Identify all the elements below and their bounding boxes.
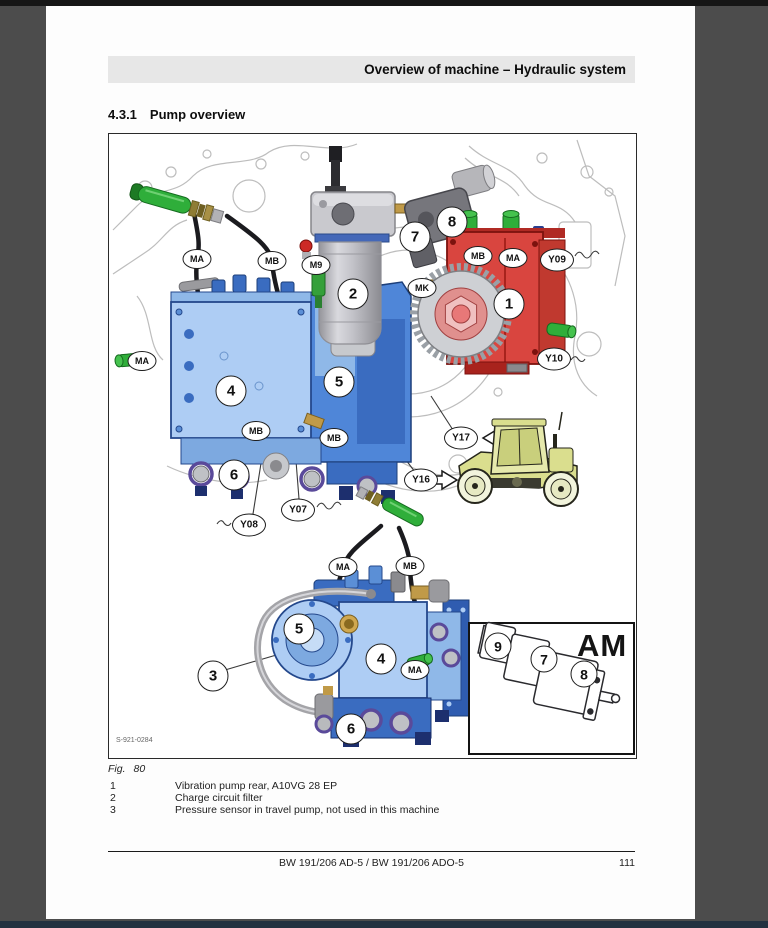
page-number: 111: [619, 857, 635, 869]
callout-2: 2: [337, 278, 369, 310]
drawing-code: S-921-0284: [116, 737, 153, 744]
callout-mb: MB: [395, 556, 425, 576]
callout-4: 4: [215, 375, 247, 407]
callout-y07: Y07: [281, 498, 315, 522]
callout-3: 3: [197, 660, 229, 692]
section-heading: 4.3.1 Pump overview: [108, 107, 245, 122]
callout-m9: M9: [301, 255, 331, 275]
callout-y09: Y09: [540, 248, 574, 272]
legend-item-number: 2: [110, 792, 116, 805]
callout-ma: MA: [328, 557, 358, 577]
footer-model-text: BW 191/206 AD-5 / BW 191/206 ADO-5: [278, 857, 464, 869]
callout-5: 5: [323, 366, 355, 398]
legend-item-number: 3: [110, 804, 116, 817]
callout-ma: MA: [400, 660, 430, 680]
callout-ma: MA: [127, 351, 157, 371]
callout-ma: MA: [498, 248, 528, 268]
callout-7: 7: [399, 221, 431, 253]
callout-9: 9: [484, 632, 512, 660]
legend-item-text: Pressure sensor in travel pump, not used…: [175, 804, 440, 817]
callout-y10: Y10: [537, 347, 571, 371]
page-header-title: Overview of machine – Hydraulic system: [364, 62, 626, 77]
page-header-bar: Overview of machine – Hydraulic system: [108, 56, 635, 83]
section-title: Pump overview: [149, 107, 246, 122]
figure-caption: Fig. 80: [108, 763, 145, 775]
callout-mb: MB: [319, 428, 349, 448]
callout-6: 6: [335, 713, 367, 745]
callout-mb: MB: [463, 246, 493, 266]
window-bottom-bar: [0, 921, 768, 928]
window-top-edge: [0, 0, 768, 6]
figure-caption-label: Fig.: [108, 763, 126, 775]
travel-pump-rear-bottom: [254, 565, 470, 747]
callout-4: 4: [365, 643, 397, 675]
footer-rule: [108, 851, 635, 852]
green-test-fitting-bottom: [355, 486, 424, 527]
callout-y16: Y16: [404, 468, 438, 492]
figure-legend: 1 Vibration pump rear, A10VG 28 EP 2 Charge…: [110, 780, 630, 817]
legend-item-text: Charge circuit filter: [175, 792, 263, 805]
callout-8: 8: [436, 206, 468, 238]
callout-y17: Y17: [444, 426, 478, 450]
callout-y08: Y08: [232, 513, 266, 537]
legend-row: 3 Pressure sensor in travel pump, not use…: [110, 804, 630, 816]
legend-item-number: 1: [110, 780, 116, 792]
figure-caption-number: 80: [133, 763, 146, 775]
inset-label-am: AM: [577, 628, 628, 663]
callout-mb: MB: [241, 421, 271, 441]
callout-mb: MB: [257, 251, 287, 271]
callout-5: 5: [283, 613, 315, 645]
callout-mk: MK: [407, 278, 437, 298]
callout-1: 1: [493, 288, 525, 320]
callout-8: 8: [570, 660, 598, 688]
legend-row: 1 Vibration pump rear, A10VG 28 EP: [110, 780, 630, 792]
green-test-fitting: [129, 183, 225, 224]
callout-6: 6: [218, 459, 250, 491]
section-number: 4.3.1: [108, 107, 137, 122]
legend-row: 2 Charge circuit filter: [110, 792, 630, 804]
callout-7: 7: [530, 645, 558, 673]
legend-item-text: Vibration pump rear, A10VG 28 EP: [175, 780, 338, 792]
callout-ma: MA: [182, 249, 212, 269]
roller-machine-pictogram: [457, 411, 579, 507]
